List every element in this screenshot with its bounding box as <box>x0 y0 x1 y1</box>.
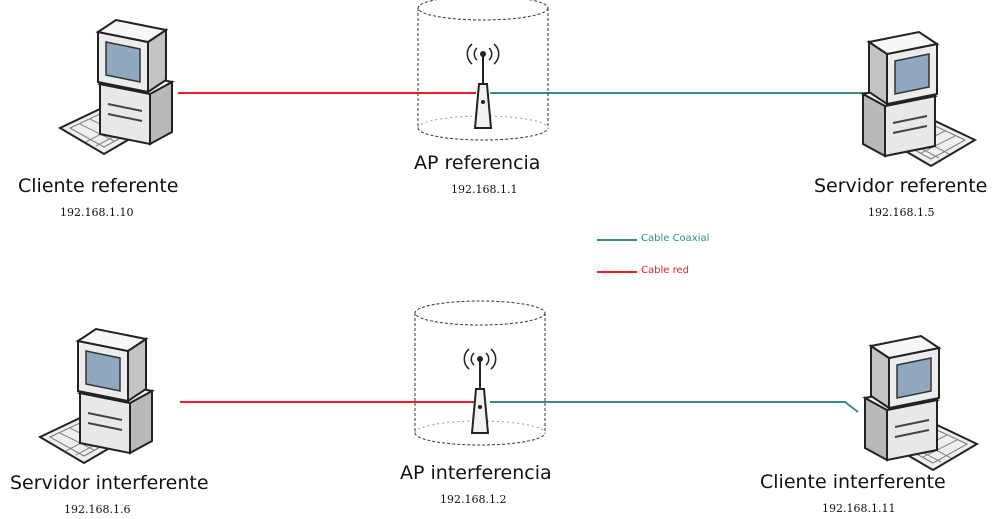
desktop-computer-icon <box>862 31 976 167</box>
node-ip-ap-interferencia: 192.168.1.2 <box>440 493 507 506</box>
wireless-access-point-icon <box>414 300 546 446</box>
node-ip-ap-referencia: 192.168.1.1 <box>451 183 518 196</box>
node-name-ap-referencia: AP referencia <box>414 152 541 174</box>
node-name-servidor-referente: Servidor referente <box>814 175 988 197</box>
desktop-computer-icon <box>39 328 153 464</box>
coax-cable-bottom <box>490 401 859 413</box>
desktop-computer-icon <box>864 335 978 471</box>
node-ip-client-referente: 192.168.1.10 <box>60 206 134 219</box>
node-ip-cliente-interferente: 192.168.1.11 <box>822 502 896 515</box>
desktop-computer-icon <box>59 19 173 155</box>
node-ip-servidor-interferente: 192.168.1.6 <box>64 503 131 516</box>
node-name-cliente-interferente: Cliente interferente <box>760 471 946 493</box>
node-ip-servidor-referente: 192.168.1.5 <box>868 206 935 219</box>
node-name-client-referente: Cliente referente <box>18 175 179 197</box>
legend-red-label: Cable red <box>641 265 689 276</box>
node-name-servidor-interferente: Servidor interferente <box>10 472 209 494</box>
wireless-access-point-icon <box>417 0 549 141</box>
node-name-ap-interferencia: AP interferencia <box>400 462 552 484</box>
legend-coax-label: Cable Coaxial <box>641 233 710 244</box>
